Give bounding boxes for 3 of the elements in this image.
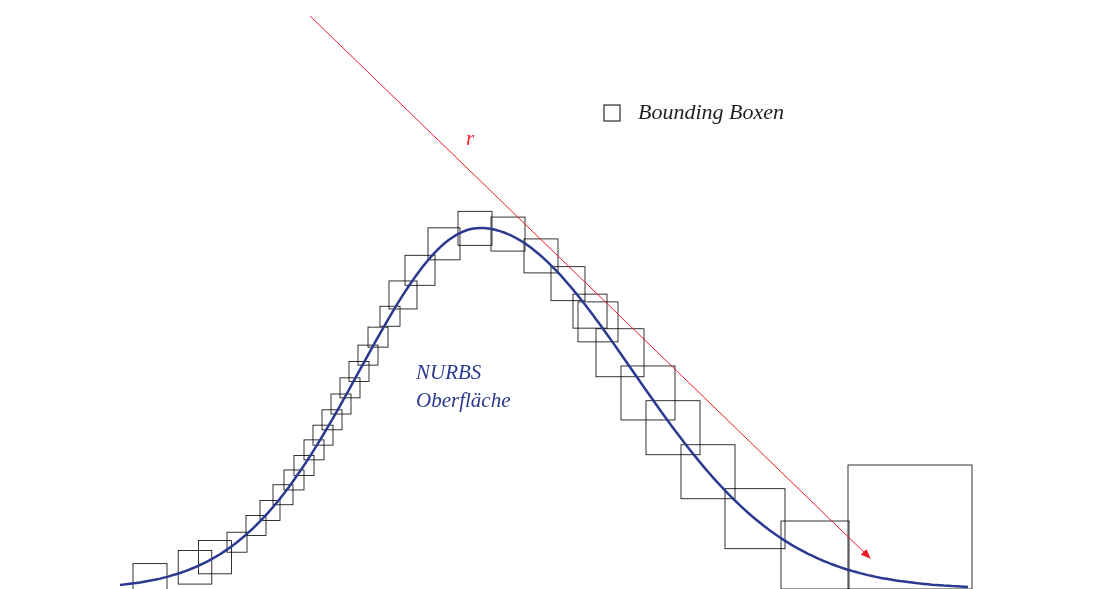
legend-label: Bounding Boxen (638, 99, 785, 125)
surface-label: NURBS Oberfläche (416, 359, 512, 414)
ray-label: r (466, 126, 475, 151)
